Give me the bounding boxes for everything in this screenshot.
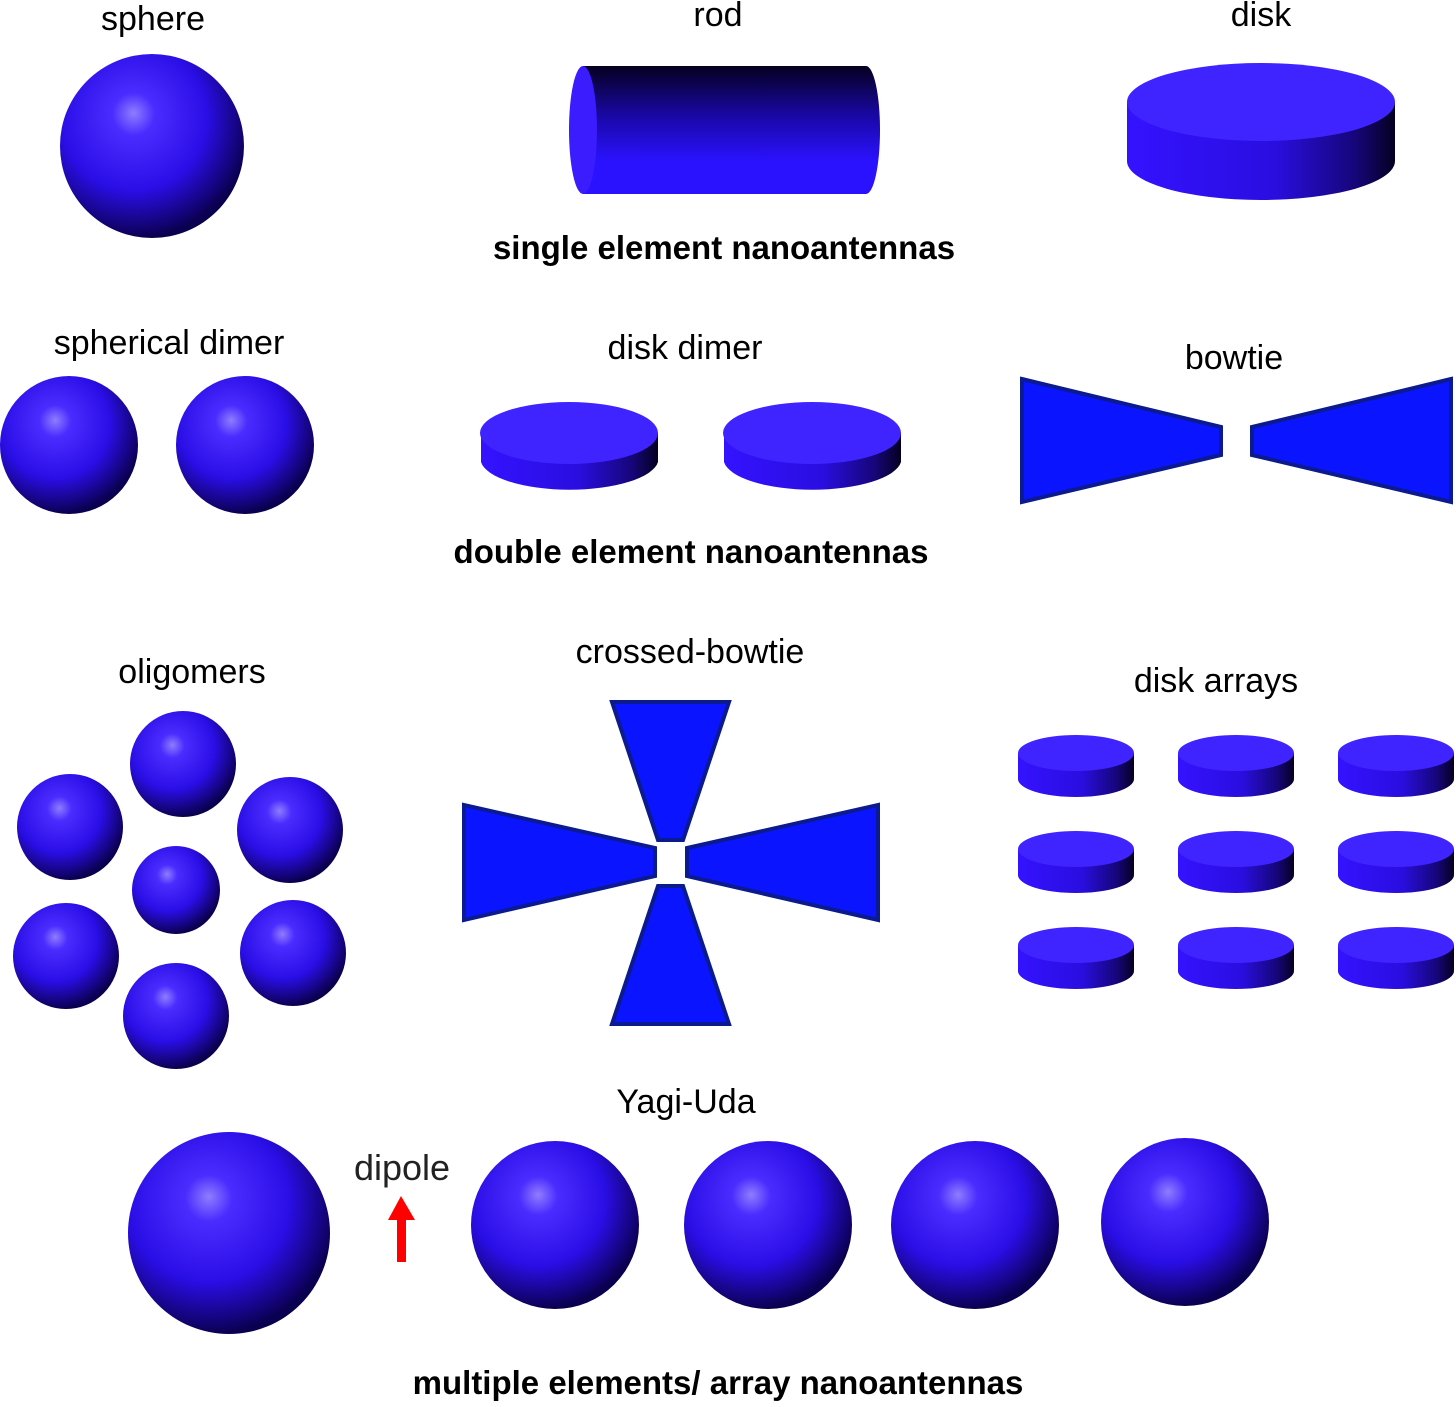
yagi-uda-reflector bbox=[128, 1132, 330, 1334]
heading-double-element: double element nanoantennas bbox=[453, 533, 929, 570]
yagi-uda-director-1 bbox=[471, 1141, 639, 1309]
yagi-uda-director-2 bbox=[684, 1141, 852, 1309]
bowtie-right bbox=[1250, 376, 1453, 505]
yagi-uda-director-4 bbox=[1101, 1138, 1269, 1306]
label-crossed-bowtie: crossed-bowtie bbox=[575, 633, 805, 671]
sphere-shape bbox=[60, 54, 244, 238]
array-disk-6 bbox=[1338, 831, 1454, 893]
heading-single-element: single element nanoantennas bbox=[492, 229, 956, 266]
dipole-arrow bbox=[388, 1196, 415, 1262]
label-oligomers: oligomers bbox=[118, 653, 266, 691]
label-disk: disk bbox=[1230, 0, 1292, 34]
heading-multiple-elements: multiple elements/ array nanoantennas bbox=[412, 1364, 1024, 1401]
oligomer-cluster bbox=[13, 711, 346, 1069]
disk-array-grid bbox=[1018, 735, 1454, 989]
label-disk-arrays: disk arrays bbox=[1133, 662, 1299, 700]
array-disk-7 bbox=[1018, 927, 1134, 989]
label-yagi-uda: Yagi-Uda bbox=[616, 1083, 756, 1121]
disk-dimer-left bbox=[480, 402, 658, 490]
label-rod: rod bbox=[693, 0, 743, 34]
disk-shape bbox=[1127, 63, 1395, 200]
array-disk-9 bbox=[1338, 927, 1454, 989]
array-disk-1 bbox=[1018, 735, 1134, 797]
spherical-dimer-left bbox=[0, 376, 138, 514]
array-disk-4 bbox=[1018, 831, 1134, 893]
array-disk-8 bbox=[1178, 927, 1294, 989]
label-spherical-dimer: spherical dimer bbox=[53, 324, 285, 362]
rod-shape bbox=[569, 66, 880, 194]
array-disk-2 bbox=[1178, 735, 1294, 797]
array-disk-5 bbox=[1178, 831, 1294, 893]
array-disk-3 bbox=[1338, 735, 1454, 797]
label-sphere: sphere bbox=[101, 0, 205, 38]
bowtie-left bbox=[1020, 376, 1223, 505]
label-bowtie: bowtie bbox=[1184, 339, 1284, 377]
disk-dimer-right bbox=[723, 402, 901, 490]
label-disk-dimer: disk dimer bbox=[607, 329, 763, 367]
crossed-bowtie-shape bbox=[462, 700, 880, 1026]
label-dipole: dipole bbox=[353, 1147, 451, 1188]
spherical-dimer-right bbox=[176, 376, 314, 514]
yagi-uda-director-3 bbox=[891, 1141, 1059, 1309]
